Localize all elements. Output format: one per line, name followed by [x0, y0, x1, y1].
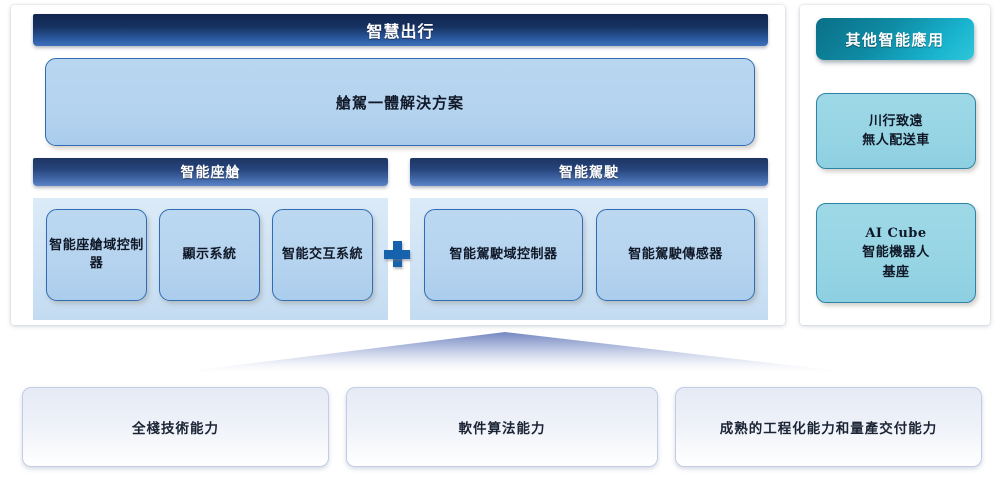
- card-ai-cube-robot-base[interactable]: AI Cube 智能機器人 基座: [816, 203, 976, 303]
- side-panel-title: 其他智能應用: [816, 18, 974, 60]
- upward-triangle-connector-icon: [165, 332, 865, 374]
- card-driving-domain-controller[interactable]: 智能駕駛域控制器: [424, 209, 583, 301]
- card-label: AI Cube 智能機器人 基座: [862, 224, 930, 283]
- side-panel-title-text: 其他智能應用: [845, 30, 945, 49]
- card-label-line-2: 智能機器人: [862, 245, 930, 261]
- card-label: 顯示系統: [182, 246, 237, 262]
- card-label-line-1: 川行致遠: [868, 113, 923, 129]
- solution-card-label: 艙駕一體解決方案: [335, 93, 464, 112]
- capability-box-full-stack-tech[interactable]: 全棧技術能力: [22, 387, 329, 467]
- group-header-smart-cockpit-label: 智能座艙: [180, 165, 241, 181]
- card-label: 智能駕駛域控制器: [449, 246, 558, 262]
- card-driving-sensor[interactable]: 智能駕駛傳感器: [596, 209, 755, 301]
- group-header-smart-cockpit: 智能座艙: [33, 158, 388, 186]
- panel-title-text: 智慧出行: [366, 22, 435, 41]
- card-label: 川行致遠 無人配送車: [862, 112, 930, 151]
- card-label: 智能交互系統: [281, 246, 363, 262]
- card-smart-interaction-system[interactable]: 智能交互系統: [272, 209, 373, 301]
- card-label: 智能駕駛傳感器: [628, 246, 723, 262]
- funnel-shape: [165, 332, 865, 374]
- capability-label: 成熟的工程化能力和量產交付能力: [719, 421, 938, 437]
- card-chuanxing-delivery-vehicle[interactable]: 川行致遠 無人配送車: [816, 93, 976, 169]
- card-label-line-2: 無人配送車: [862, 133, 930, 148]
- card-label-line-1: AI Cube: [865, 225, 927, 241]
- group-header-smart-driving: 智能駕駛: [410, 158, 768, 186]
- panel-title-smart-mobility: 智慧出行: [33, 14, 768, 46]
- capability-box-software-algorithm[interactable]: 軟件算法能力: [346, 387, 658, 467]
- card-label-line-3: 基座: [882, 264, 910, 280]
- capability-label: 全棧技術能力: [132, 421, 219, 437]
- group-header-smart-driving-label: 智能駕駛: [559, 165, 619, 181]
- plus-icon-horizontal-bar: [384, 250, 410, 259]
- card-label: 智能座艙域控制器: [49, 237, 144, 271]
- card-cockpit-domain-controller[interactable]: 智能座艙域控制器: [46, 209, 147, 301]
- card-display-system[interactable]: 顯示系統: [159, 209, 260, 301]
- capability-box-engineering-mass-production[interactable]: 成熟的工程化能力和量產交付能力: [675, 387, 982, 467]
- plus-icon: [383, 240, 411, 268]
- solution-card-integrated-cockpit-driving[interactable]: 艙駕一體解決方案: [45, 58, 755, 146]
- capability-label: 軟件算法能力: [458, 421, 546, 437]
